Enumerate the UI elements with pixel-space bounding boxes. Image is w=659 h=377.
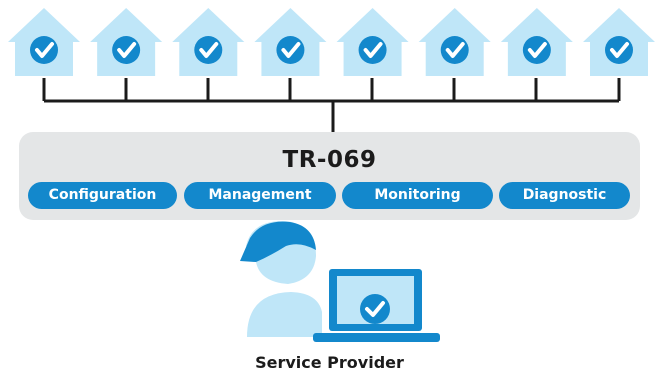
- house-check-icon: [336, 8, 409, 76]
- house-check-icon: [8, 8, 80, 76]
- protocol-title: TR-069: [282, 147, 377, 173]
- house-check-icon: [254, 8, 327, 76]
- house-check-icon: [90, 8, 163, 76]
- person-icon: [240, 220, 322, 337]
- service-provider-label: Service Provider: [255, 353, 404, 372]
- feature-monitoring-pill: Monitoring: [342, 182, 493, 209]
- feature-diagnostic-pill: Diagnostic: [499, 182, 630, 209]
- feature-configuration-pill: Configuration: [28, 182, 177, 209]
- house-check-icon: [583, 8, 655, 76]
- feature-management-pill: Management: [184, 182, 336, 209]
- houses-row: [8, 8, 655, 76]
- house-check-icon: [500, 8, 573, 76]
- house-check-icon: [172, 8, 245, 76]
- connector-lines: [42, 78, 621, 133]
- laptop-check-icon: [313, 269, 440, 342]
- house-check-icon: [418, 8, 491, 76]
